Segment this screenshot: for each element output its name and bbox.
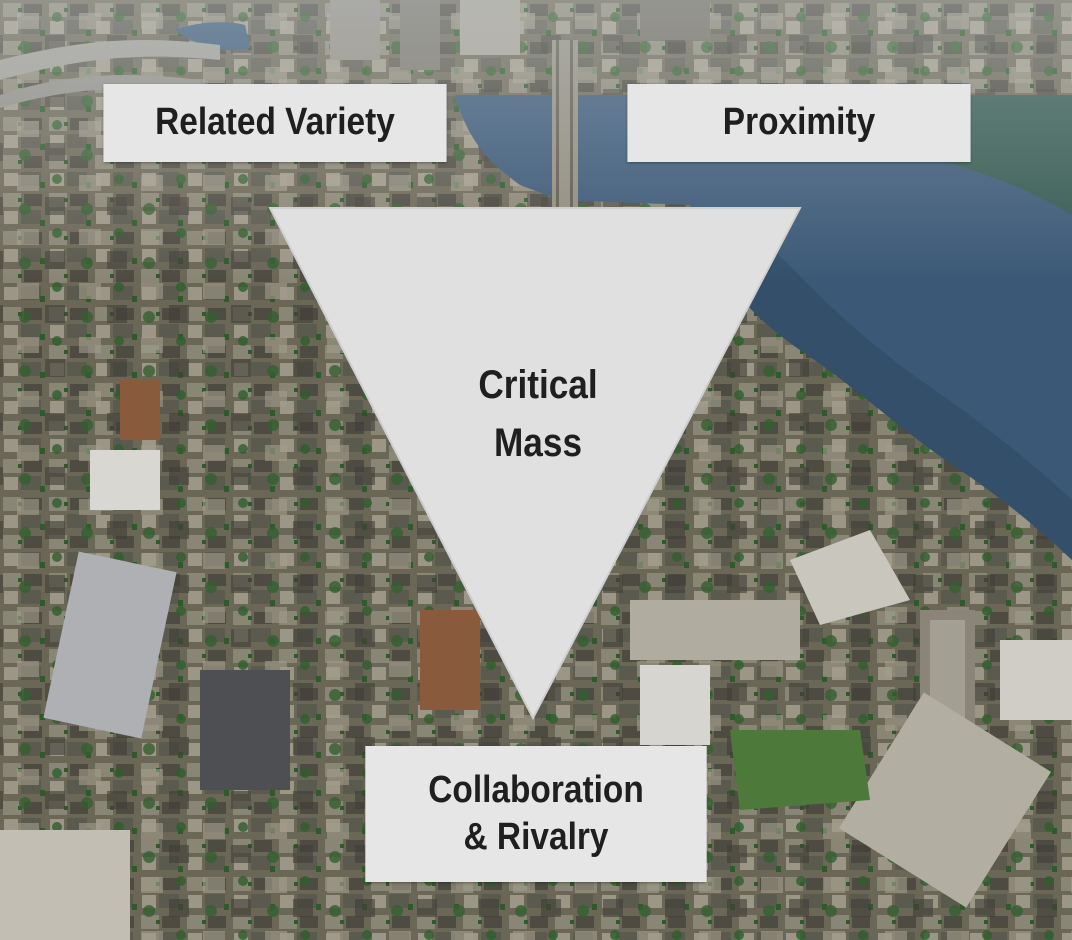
collaboration-line-1: Collaboration [428, 768, 644, 811]
critical-mass-line-1: Critical [478, 363, 598, 407]
critical-mass-label: Critical Mass [434, 356, 642, 472]
collaboration-line-2: & Rivalry [463, 816, 609, 858]
related-variety-text: Related Variety [155, 101, 395, 144]
proximity-label: Proximity [627, 84, 971, 162]
critical-mass-line-2: Mass [493, 421, 583, 465]
related-variety-label: Related Variety [103, 84, 447, 162]
collaboration-rivalry-label: Collaboration & Rivalry [365, 746, 707, 882]
proximity-text: Proximity [722, 101, 876, 144]
critical-mass-triangle [268, 207, 802, 721]
